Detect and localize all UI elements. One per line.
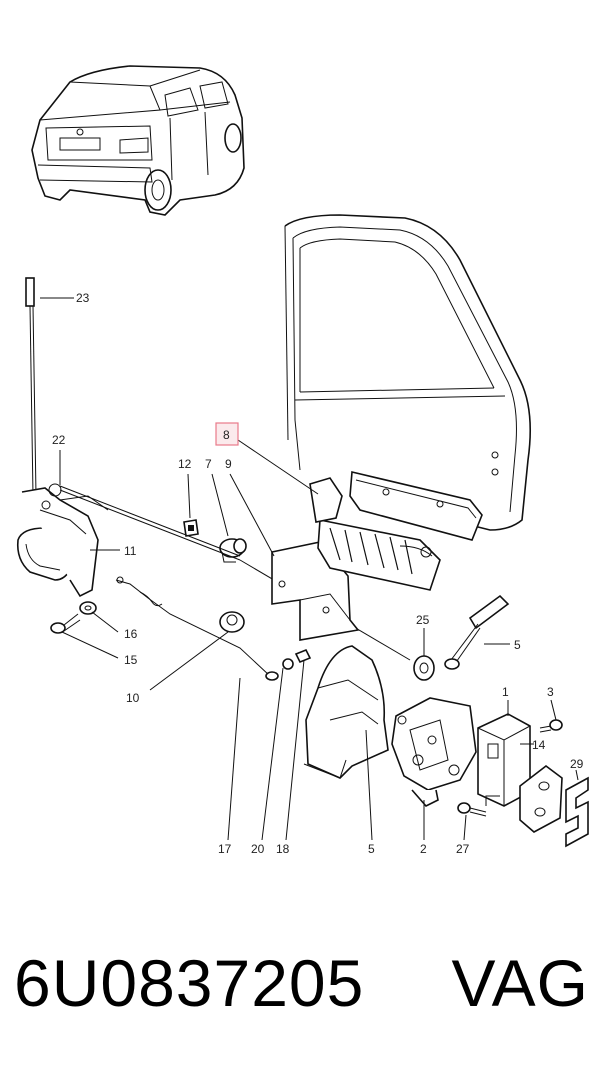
callout-8: 8 (223, 428, 230, 442)
callout-20: 20 (251, 842, 265, 856)
callout-18: 18 (276, 842, 290, 856)
callout-5-upper: 5 (514, 638, 521, 652)
callout-10: 10 (126, 691, 140, 705)
rod-10 (115, 576, 279, 681)
outer-handle-8 (309, 471, 483, 591)
grommet-7 (219, 538, 247, 563)
leader-lines (40, 297, 579, 841)
fastener-20 (282, 658, 294, 670)
rod-23 (25, 277, 37, 496)
callout-23: 23 (76, 291, 90, 305)
callout-2: 2 (420, 842, 427, 856)
brand-label: VAG (451, 946, 589, 1020)
plate-14 (519, 764, 563, 833)
callout-1: 1 (502, 685, 509, 699)
car-thumbnail (31, 65, 245, 216)
bushing-10 (219, 611, 245, 633)
lock-mechanism-2 (391, 697, 477, 807)
callout-15: 15 (124, 653, 138, 667)
callout-17: 17 (218, 842, 232, 856)
callout-7: 7 (205, 457, 212, 471)
cable-5-upper (444, 594, 510, 670)
inner-handle-11 (16, 483, 109, 598)
callout-14: 14 (532, 738, 546, 752)
callout-22: 22 (52, 433, 66, 447)
callout-25: 25 (416, 613, 430, 627)
caption-row: 6U0837205 VAG (14, 945, 589, 1021)
callout-29: 29 (570, 757, 584, 771)
door-frame (284, 214, 532, 531)
callout-16: 16 (124, 627, 138, 641)
screw-18 (294, 648, 312, 664)
washer-16 (79, 601, 97, 615)
screw-27 (457, 802, 487, 817)
clip-12 (183, 519, 199, 537)
highlight-box (215, 422, 239, 446)
callout-9: 9 (225, 457, 232, 471)
callout-5-lower: 5 (368, 842, 375, 856)
callout-27: 27 (456, 842, 470, 856)
cover-5-lower (303, 645, 389, 779)
screw-3 (539, 719, 563, 733)
callout-12: 12 (178, 457, 192, 471)
callout-labels: 23 22 12 7 9 8 11 16 15 10 25 5 1 3 14 2… (52, 291, 584, 856)
callout-11: 11 (124, 544, 137, 558)
shim-29 (565, 776, 589, 848)
part-number: 6U0837205 (14, 946, 365, 1020)
bolt-15 (50, 613, 81, 634)
callout-3: 3 (547, 685, 554, 699)
washer-25 (413, 655, 435, 681)
